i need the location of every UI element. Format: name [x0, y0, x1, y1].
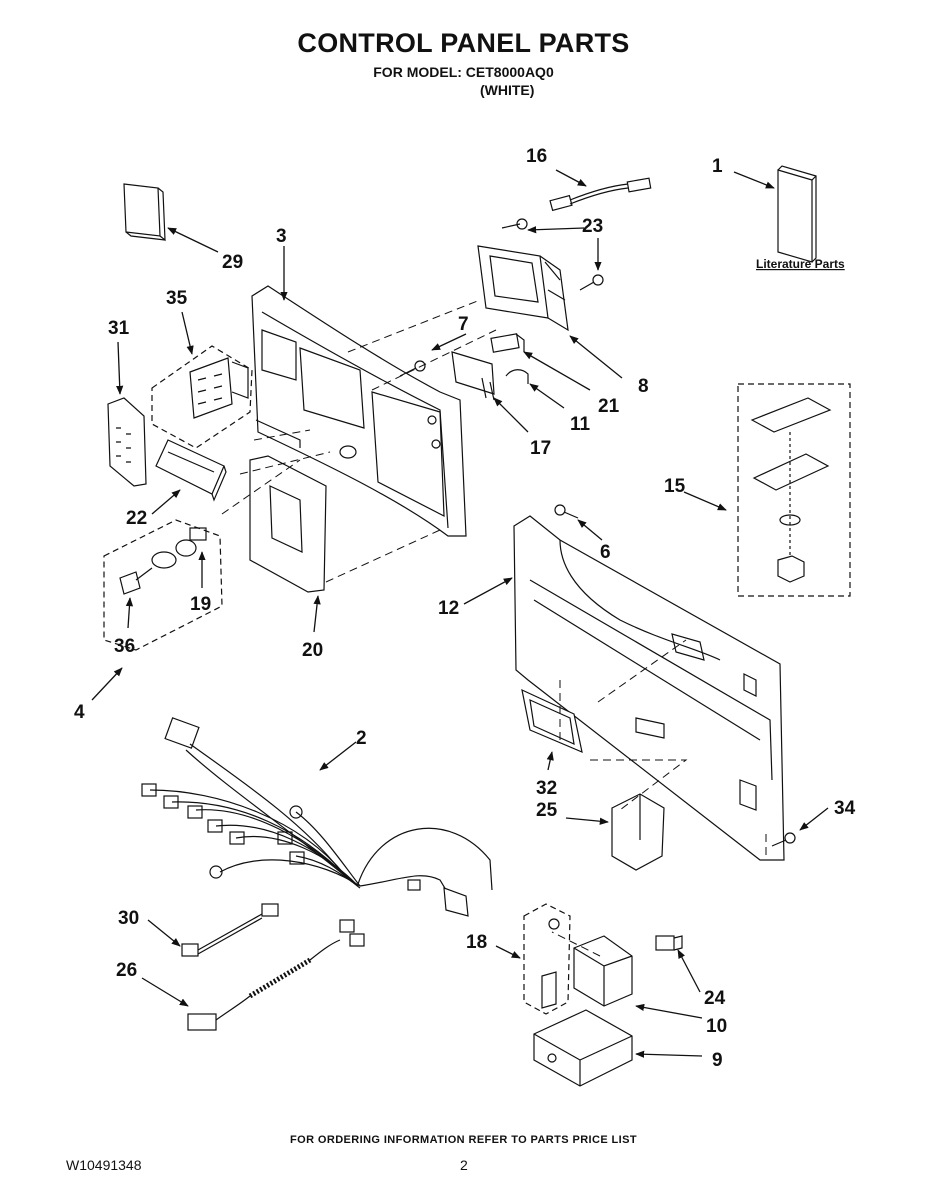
part-25-drawing — [611, 793, 665, 871]
callout-3: 3 — [276, 226, 287, 247]
callout-10: 10 — [706, 1016, 727, 1037]
part-31-drawing — [107, 397, 147, 487]
callout-15: 15 — [664, 476, 686, 497]
callout-6: 6 — [600, 542, 611, 563]
callout-30: 30 — [118, 908, 139, 929]
document-id: W10491348 — [66, 1157, 142, 1173]
callout-21: 21 — [598, 396, 620, 417]
part-16-drawing — [549, 177, 652, 212]
part-35-drawing — [151, 345, 253, 449]
callout-20: 20 — [302, 640, 323, 661]
part-34-drawing — [771, 832, 796, 847]
part-18-drawing — [523, 903, 571, 1015]
page-number: 2 — [460, 1157, 468, 1173]
ordering-note: FOR ORDERING INFORMATION REFER TO PARTS … — [290, 1134, 637, 1146]
model-line: FOR MODEL: CET8000AQ0 — [373, 64, 554, 80]
part-3-drawing — [251, 285, 467, 537]
callout-23: 23 — [582, 216, 603, 237]
page-title: CONTROL PANEL PARTS — [297, 28, 630, 58]
callout-31: 31 — [108, 318, 130, 339]
part-21-drawing — [490, 333, 525, 353]
callout-11: 11 — [570, 414, 591, 435]
part-30-drawing — [181, 903, 279, 957]
callout-16: 16 — [526, 146, 547, 167]
leader-arrows — [91, 169, 829, 1058]
part-drawings — [103, 165, 851, 1087]
callout-36: 36 — [114, 636, 135, 657]
part-2-drawing — [141, 717, 493, 917]
callout-19: 19 — [190, 594, 211, 615]
literature-parts-drawing — [777, 165, 817, 263]
callout-labels: 1 2 3 4 6 7 8 9 10 11 12 15 16 17 18 19 … — [74, 146, 856, 1071]
part-8-drawing — [477, 245, 569, 332]
callout-25: 25 — [536, 800, 558, 821]
part-15-drawing — [737, 383, 851, 597]
part-11-drawing — [505, 369, 529, 384]
part-29-drawing — [123, 183, 166, 242]
part-9-drawing — [533, 1009, 633, 1087]
callout-24: 24 — [704, 988, 726, 1009]
callout-35: 35 — [166, 288, 188, 309]
literature-parts-label: Literature Parts — [756, 257, 845, 271]
callout-1: 1 — [712, 156, 723, 177]
callout-2: 2 — [356, 728, 367, 749]
part-12-drawing — [513, 515, 785, 861]
part-36-19-drawing — [103, 519, 223, 651]
callout-22: 22 — [126, 508, 147, 529]
part-10-drawing — [573, 935, 633, 1007]
callout-9: 9 — [712, 1050, 723, 1071]
assembly-lines — [221, 299, 767, 957]
part-32-drawing — [521, 688, 583, 753]
callout-8: 8 — [638, 376, 649, 397]
callout-29: 29 — [222, 252, 243, 273]
callout-26: 26 — [116, 960, 137, 981]
part-22-drawing — [155, 439, 227, 502]
part-26-drawing — [187, 919, 365, 1031]
callout-17: 17 — [530, 438, 551, 459]
callout-7: 7 — [458, 314, 469, 335]
part-17-drawing — [451, 351, 495, 401]
callout-12: 12 — [438, 598, 459, 619]
callout-4: 4 — [74, 702, 85, 723]
color-line: (WHITE) — [480, 82, 535, 98]
part-24-drawing — [655, 935, 683, 951]
callout-18: 18 — [466, 932, 487, 953]
part-23-drawing — [501, 218, 604, 291]
part-7-drawing — [399, 360, 426, 377]
part-20-drawing — [249, 455, 327, 593]
part-6-drawing — [554, 504, 579, 519]
callout-34: 34 — [834, 798, 856, 819]
callout-32: 32 — [536, 778, 557, 799]
